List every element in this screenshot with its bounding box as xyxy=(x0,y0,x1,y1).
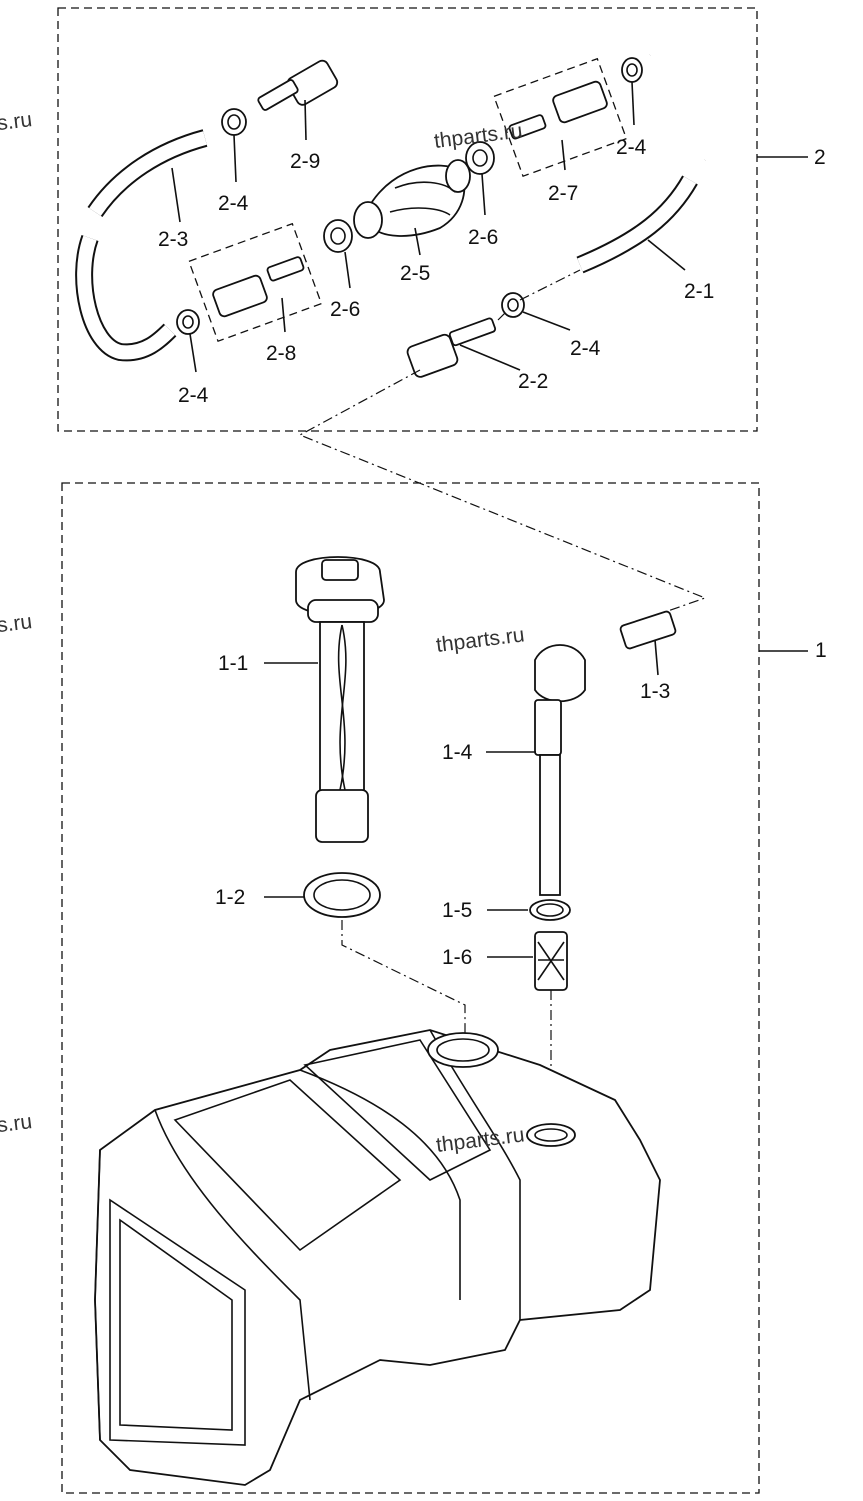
watermark-edge-top: s.ru xyxy=(0,108,33,135)
part-label-1-1: 1-1 xyxy=(218,652,248,675)
part-label-1-6: 1-6 xyxy=(442,946,472,969)
valve-assembly-2-8 xyxy=(188,222,323,343)
primer-bulb-2-5 xyxy=(353,159,471,239)
connector-2-9 xyxy=(257,59,339,111)
part-label-2-8: 2-8 xyxy=(266,342,296,365)
part-label-2-4-b: 2-4 xyxy=(616,136,647,159)
connector-2-2 xyxy=(406,317,497,378)
assembly-2-fuel-line: 2 xyxy=(57,7,826,432)
part-label-2-5: 2-5 xyxy=(400,262,430,285)
clamp-2-4-top-right xyxy=(621,57,643,83)
clamp-2-4-bottom-left xyxy=(176,309,200,335)
part-label-2-6-b: 2-6 xyxy=(468,226,498,249)
clamp-2-6-left xyxy=(323,219,353,253)
hose-2-1 xyxy=(576,22,735,274)
part-label-2-2: 2-2 xyxy=(518,370,548,393)
assembly-link-line xyxy=(298,369,707,613)
part-label-2-9: 2-9 xyxy=(290,150,320,173)
assembly-label-2: 2 xyxy=(814,146,826,169)
valve-assembly-2-7 xyxy=(493,57,628,178)
part-label-1-3: 1-3 xyxy=(640,680,670,703)
clamp-2-4-top-left xyxy=(221,108,247,136)
elbow-fitting-1-3 xyxy=(534,610,677,703)
watermark-edge-bottom: s.ru xyxy=(0,1110,33,1137)
assembly-1-boundary xyxy=(61,482,760,1494)
part-label-2-4-d: 2-4 xyxy=(178,384,209,407)
part-label-2-1: 2-1 xyxy=(684,280,714,303)
watermark-edge-middle: s.ru xyxy=(0,610,33,637)
part-label-2-3: 2-3 xyxy=(158,228,188,251)
part-label-2-7: 2-7 xyxy=(548,182,578,205)
o-ring-1-5 xyxy=(529,899,571,921)
assembly-1-fuel-tank: 1 xyxy=(61,482,827,1494)
clamp-2-4-bottom-right xyxy=(501,292,525,318)
filter-1-6 xyxy=(534,931,568,991)
fuel-pickup-1-4 xyxy=(534,699,562,896)
clamp-2-6-right xyxy=(465,141,495,175)
assembly-2-boundary xyxy=(57,7,758,432)
part-label-2-4-a: 2-4 xyxy=(218,192,249,215)
assembly-label-1: 1 xyxy=(815,639,827,662)
part-label-1-4: 1-4 xyxy=(442,741,473,764)
part-label-1-5: 1-5 xyxy=(442,899,472,922)
part-label-2-6-a: 2-6 xyxy=(330,298,360,321)
part-label-1-2: 1-2 xyxy=(215,886,245,909)
fuel-tank-body xyxy=(94,1029,661,1486)
hose-2-3 xyxy=(75,129,208,362)
watermark-middle: thparts.ru xyxy=(435,623,526,657)
part-label-2-4-c: 2-4 xyxy=(570,337,601,360)
gasket-1-2 xyxy=(303,872,381,918)
fuel-gauge-1-1 xyxy=(295,556,385,843)
